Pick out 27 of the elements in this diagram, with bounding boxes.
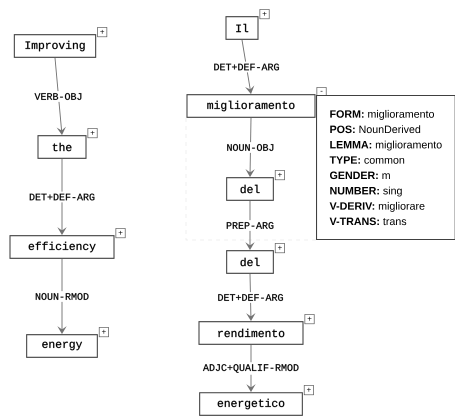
word-box: miglioramento [186,94,316,118]
word-box: efficiency [9,235,115,259]
feature-box: FORM: miglioramento POS: NounDerived LEMMA: miglioramento TYPE: common GENDER: m NUMBER: sing V-DERIV: migliorare V-TRANS: trans [316,95,455,240]
toggle-button: + [260,9,270,20]
word-box: the [37,135,87,159]
toggle-button: + [274,170,285,180]
edge-label: DET+DEF-ARG [218,294,283,301]
toggle-button: + [97,27,108,38]
word-box: del [226,177,274,201]
edge-label: ADJC+QUALIF-RMOD [203,364,298,373]
toggle-button: + [304,385,314,396]
word-box: energy [26,334,98,358]
edge-label: DET+DEF-ARG [30,194,94,200]
toggle-button: + [304,314,315,324]
toggle-button: + [98,327,109,338]
edge-label: VERB-OBJ [34,93,82,100]
edge-label: DET+DEF-ARG [214,64,279,70]
toggle-button: + [116,228,126,238]
edge-label: PREP-ARG [226,222,274,229]
word-box: del [226,250,274,274]
word-box: rendimento [198,321,304,345]
word-box: energetico [199,392,303,416]
edge-label: NOUN-RMOD [36,293,88,300]
word-box: Il [225,16,259,40]
toggle-button: + [274,243,285,254]
toggle-button: + [88,128,98,138]
edge-label: NOUN-OBJ [227,144,274,151]
